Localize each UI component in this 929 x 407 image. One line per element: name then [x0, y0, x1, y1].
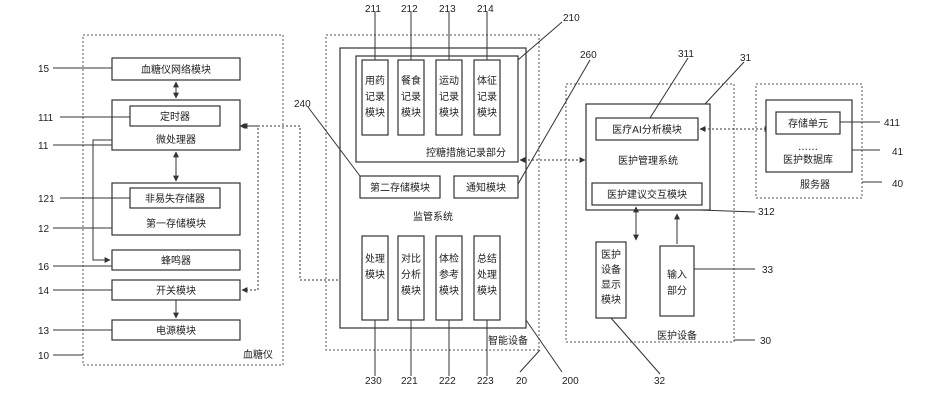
notify-label: 通知模块	[466, 181, 506, 194]
ref-111: 111	[38, 113, 54, 124]
summary-module-label: 总结处理模块	[477, 252, 497, 297]
storage2-label: 第二存储模块	[370, 181, 430, 194]
ref-40: 40	[892, 179, 904, 190]
ref-line-20	[520, 350, 540, 372]
ref-32: 32	[654, 376, 666, 387]
ref-11: 11	[38, 141, 49, 152]
power-label: 电源模块	[156, 324, 196, 337]
ref-line-200	[526, 320, 562, 372]
meal-record-label: 餐食记录模块	[401, 74, 421, 119]
care-mgmt-label: 医护管理系统	[618, 154, 678, 167]
ref-260: 260	[580, 50, 597, 61]
care-device-caption: 医护设备	[657, 329, 697, 342]
ref-212: 212	[401, 4, 418, 15]
server-caption: 服务器	[800, 178, 830, 191]
monitor-system-label: 监管系统	[413, 210, 453, 223]
ai-module-label: 医疗AI分析模块	[612, 123, 682, 136]
ref-200: 200	[562, 376, 579, 387]
ref-312: 312	[758, 207, 775, 218]
timer-label: 定时器	[160, 110, 190, 123]
ref-31: 31	[740, 53, 752, 64]
ref-20: 20	[516, 376, 528, 387]
input-box	[660, 246, 694, 316]
comparison-module-label: 对比分析模块	[401, 252, 421, 297]
ref-16: 16	[38, 262, 50, 273]
processor-buzzer-link	[93, 140, 112, 260]
ref-10: 10	[38, 351, 50, 362]
ref-214: 214	[477, 4, 494, 15]
ref-240: 240	[294, 99, 311, 110]
exercise-record-label: 运动记录模块	[439, 75, 459, 119]
ref-223: 223	[477, 376, 494, 387]
ref-41: 41	[892, 147, 904, 158]
storage-unit-label: 存储单元	[788, 117, 828, 130]
ref-213: 213	[439, 4, 456, 15]
ref-line-32	[611, 318, 660, 374]
ref-13: 13	[38, 326, 50, 337]
glucose-meter-caption: 血糖仪	[243, 348, 273, 361]
ref-221: 221	[401, 376, 418, 387]
ref-30: 30	[760, 336, 772, 347]
vital-record-label: 体征记录模块	[477, 75, 497, 119]
ref-line-260	[518, 60, 590, 184]
smart-device-caption: 智能设备	[488, 334, 528, 347]
medical-db-label: 医护数据库	[783, 153, 833, 166]
server-dots: ……	[798, 142, 818, 153]
ref-222: 222	[439, 376, 456, 387]
buzzer-label: 蜂鸣器	[161, 254, 191, 267]
consult-module-label: 医护建议交互模块	[607, 188, 687, 201]
ref-411: 411	[884, 118, 900, 129]
nvm-label: 非易失存储器	[145, 192, 205, 205]
ref-211: 211	[365, 4, 381, 15]
ref-line-210	[518, 22, 562, 60]
switch-label: 开关模块	[156, 284, 196, 297]
checkup-module-label: 体检参考模块	[439, 252, 459, 297]
processor-switch-link	[240, 126, 258, 290]
ref-12: 12	[38, 224, 50, 235]
ref-14: 14	[38, 286, 50, 297]
meter-network-module-label: 血糖仪网络模块	[141, 63, 211, 76]
ref-33: 33	[762, 265, 774, 276]
ref-121: 121	[38, 194, 55, 205]
ref-230: 230	[365, 376, 382, 387]
ref-311: 311	[678, 49, 694, 60]
ref-15: 15	[38, 64, 50, 75]
processor-label: 微处理器	[156, 133, 196, 146]
medication-record-label: 用药记录模块	[365, 75, 385, 119]
ref-line-31	[705, 62, 744, 104]
records-part-label: 控糖措施记录部分	[426, 146, 506, 159]
ref-line-312	[700, 210, 755, 212]
ref-210: 210	[563, 13, 580, 24]
storage1-label: 第一存储模块	[146, 217, 206, 230]
